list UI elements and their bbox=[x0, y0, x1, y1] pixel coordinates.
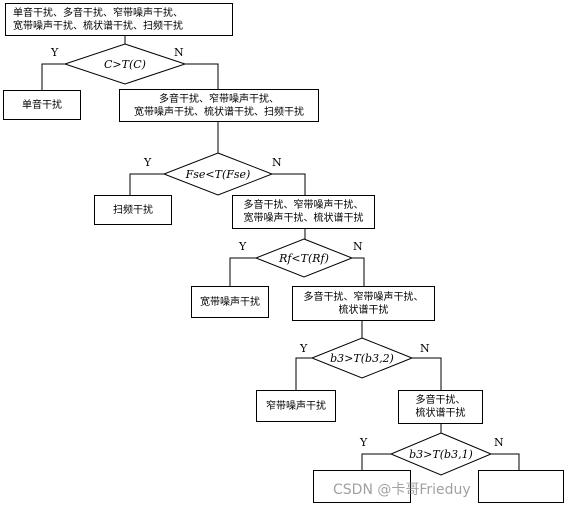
after-fse-box: 多音干扰、窄带噪声干扰、 宽带噪声干扰、梳状谱干扰 bbox=[232, 195, 375, 229]
no-label-3: N bbox=[353, 240, 363, 253]
connector-no-4 bbox=[412, 357, 442, 390]
result-no-box bbox=[478, 470, 564, 503]
yes-label-4: Y bbox=[300, 342, 308, 355]
result-yes-box bbox=[313, 470, 411, 503]
wideband-label: 宽带噪声干扰 bbox=[200, 296, 260, 308]
watermark: CSDN @卡哥Frieduy bbox=[333, 482, 471, 498]
yes-label-3: Y bbox=[239, 240, 247, 253]
decision-5-condition: b3>T(b3,1) bbox=[409, 447, 473, 461]
after-b3-line-1: 多音干扰、 bbox=[415, 395, 466, 406]
wideband-box: 宽带噪声干扰 bbox=[191, 286, 269, 318]
start-box-line-2: 宽带噪声干扰、梳状谱干扰、扫频干扰 bbox=[13, 20, 183, 32]
decision-4-diamond bbox=[310, 337, 414, 379]
single-tone-label: 单音干扰 bbox=[22, 99, 62, 111]
decision-1-condition: C>T(C) bbox=[104, 57, 146, 71]
decision-4-condition: b3>T(b3,2) bbox=[330, 351, 394, 365]
start-box-line-1: 单音干扰、多音干扰、窄带噪声干扰、 bbox=[13, 7, 183, 19]
connector-no-2 bbox=[272, 173, 306, 195]
after-b3-line-2: 梳状谱干扰 bbox=[415, 408, 466, 419]
decision-1-diamond bbox=[63, 43, 187, 85]
connector-yes-1 bbox=[41, 63, 65, 90]
connector-yes-2 bbox=[129, 173, 164, 195]
decision-2-diamond bbox=[162, 152, 274, 196]
yes-label-1: Y bbox=[51, 46, 59, 59]
connector-yes-5 bbox=[361, 453, 391, 470]
after-rf-box: 多音干扰、窄带噪声干扰、 梳状谱干扰 bbox=[292, 286, 435, 321]
after-fse-line-2: 宽带噪声干扰、梳状谱干扰 bbox=[243, 213, 364, 224]
connector-yes-4 bbox=[295, 357, 312, 390]
sweep-label: 扫频干扰 bbox=[113, 204, 153, 216]
decision-5-diamond bbox=[389, 432, 493, 476]
decision-2-condition: Fse<T(Fse) bbox=[185, 167, 251, 181]
after-c-box: 多音干扰、窄带噪声干扰、 宽带噪声干扰、梳状谱干扰、扫频干扰 bbox=[119, 89, 319, 122]
narrowband-label: 窄带噪声干扰 bbox=[266, 400, 326, 412]
narrowband-box: 窄带噪声干扰 bbox=[256, 390, 336, 422]
connector-no-5 bbox=[491, 453, 520, 470]
start-box: 单音干扰、多音干扰、窄带噪声干扰、 宽带噪声干扰、梳状谱干扰、扫频干扰 bbox=[5, 3, 233, 36]
decision-3-condition: Rf<T(Rf) bbox=[279, 251, 329, 265]
after-c-line-2: 宽带噪声干扰、梳状谱干扰、扫频干扰 bbox=[134, 106, 304, 118]
after-rf-line-1: 多音干扰、窄带噪声干扰、 bbox=[303, 291, 424, 303]
after-c-line-1: 多音干扰、窄带噪声干扰、 bbox=[159, 93, 279, 105]
sweep-box: 扫频干扰 bbox=[94, 195, 172, 225]
decision-3-diamond bbox=[254, 238, 354, 278]
no-label-5: N bbox=[494, 436, 504, 449]
after-b3-box: 多音干扰、 梳状谱干扰 bbox=[398, 390, 483, 424]
yes-label-2: Y bbox=[144, 156, 152, 169]
no-label-2: N bbox=[272, 156, 282, 169]
after-fse-line-1: 多音干扰、窄带噪声干扰、 bbox=[243, 200, 364, 211]
after-rf-line-2: 梳状谱干扰 bbox=[338, 304, 389, 316]
connector-no-3 bbox=[352, 257, 365, 286]
no-label-4: N bbox=[420, 342, 430, 355]
single-tone-box: 单音干扰 bbox=[3, 90, 81, 120]
no-label-1: N bbox=[174, 46, 184, 59]
connector-no-1 bbox=[185, 63, 219, 89]
connector-yes-3 bbox=[229, 257, 256, 286]
yes-label-5: Y bbox=[360, 436, 368, 449]
